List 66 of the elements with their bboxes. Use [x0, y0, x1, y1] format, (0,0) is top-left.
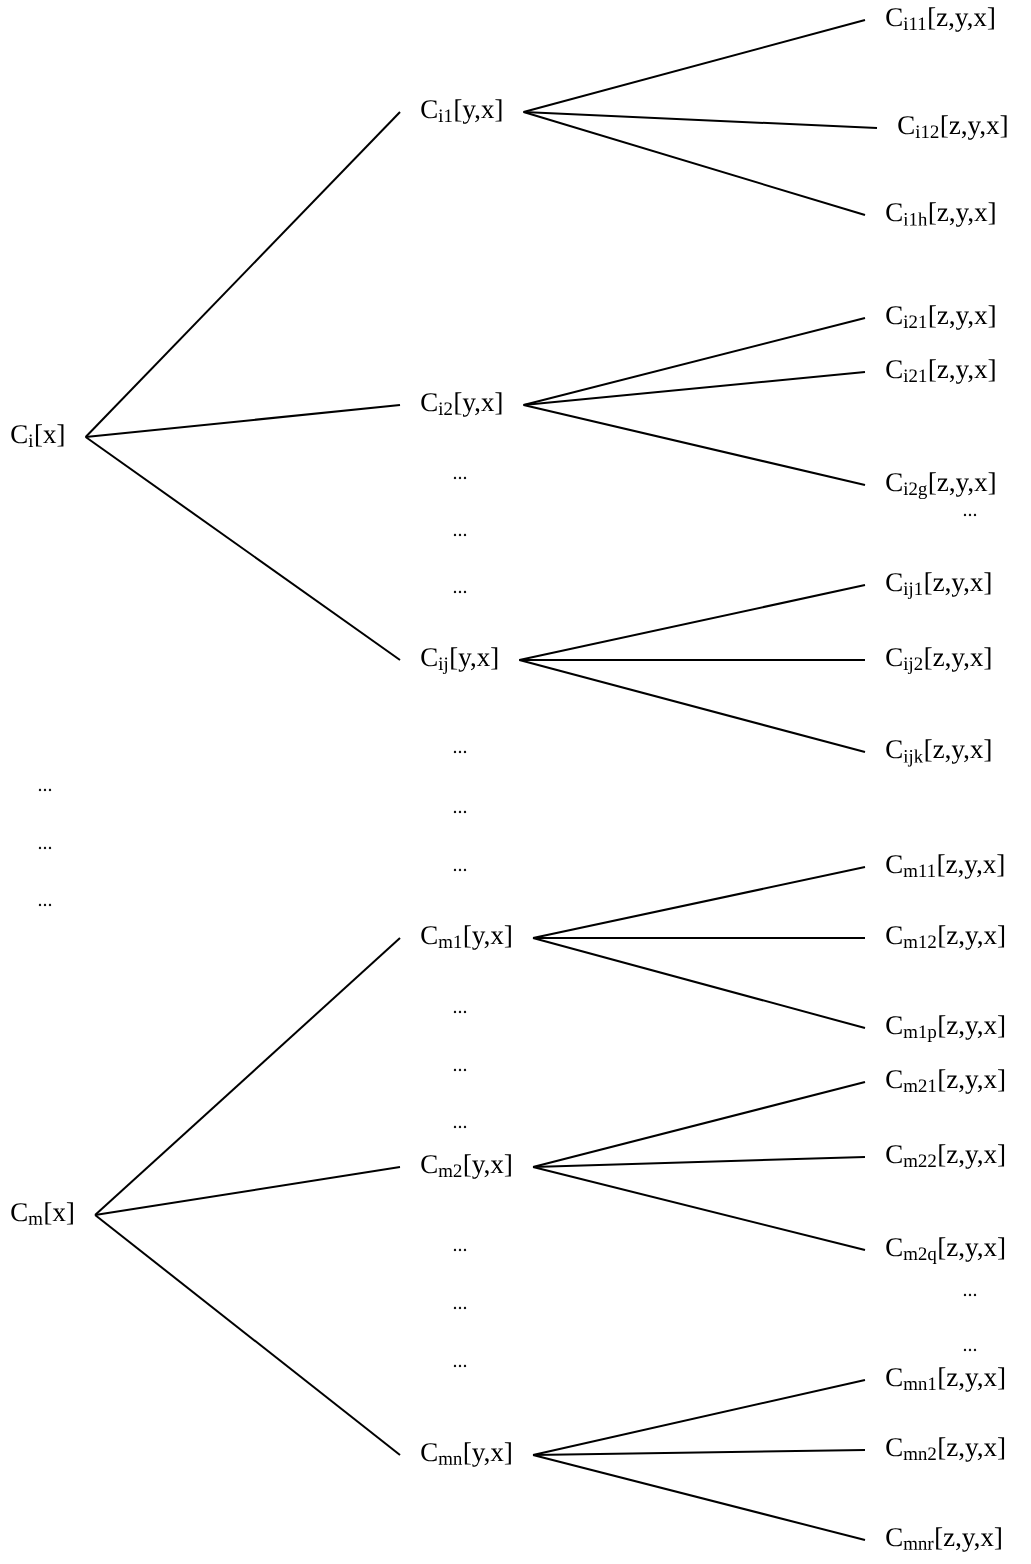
tree-node-label: C$_{mnr}$[z,y,x]	[886, 1527, 1001, 1552]
tree-node-label: C$_{m1}$[y,x]	[421, 925, 511, 950]
tree-node-label: C$_{ij}$[y,x]	[421, 647, 498, 674]
branch-line	[522, 111, 866, 216]
branch-line	[532, 1156, 866, 1168]
tree-node-label: C$_{i2}$[y,x]	[421, 392, 502, 417]
tree-node-label: C$_{m2}$[y,x]	[421, 1154, 511, 1179]
branch-line	[532, 1081, 866, 1168]
tree-node-label: C$_{m11}$[z,y,x]	[886, 854, 1004, 879]
branch-line	[532, 937, 866, 939]
ellipsis: ...	[453, 1364, 467, 1368]
ellipsis: ...	[453, 750, 467, 754]
branch-line	[84, 111, 401, 438]
ellipsis: ...	[453, 533, 467, 537]
tree-node-label: C$_{ijk}$[z,y,x]	[886, 739, 991, 767]
branch-line	[532, 1454, 866, 1541]
ellipsis: ...	[453, 1125, 467, 1129]
branch-line	[522, 19, 866, 113]
ellipsis: ...	[453, 1068, 467, 1072]
tree-node-label: C$_{mn}$[y,x]	[421, 1442, 511, 1467]
branch-line	[94, 937, 401, 1216]
tree-node-label: C$_{i11}$[z,y,x]	[886, 7, 994, 32]
ellipsis: ...	[38, 903, 52, 907]
ellipsis: ...	[453, 810, 467, 814]
branch-line	[522, 404, 866, 486]
tree-node-label: C$_{m22}$[z,y,x]	[886, 1144, 1005, 1169]
tree-node-label: C$_{ij1}$[z,y,x]	[886, 572, 991, 599]
branch-line	[94, 1166, 401, 1216]
ellipsis: ...	[453, 590, 467, 594]
ellipsis: ...	[38, 788, 52, 792]
branch-line	[532, 1449, 866, 1456]
tree-node-label: C$_{i21}$[z,y,x]	[886, 305, 995, 330]
ellipsis: ...	[963, 513, 977, 517]
tree-node-label: C$_{ij2}$[z,y,x]	[886, 647, 991, 674]
ellipsis: ...	[453, 1248, 467, 1252]
branch-line	[532, 866, 866, 939]
branch-line	[518, 659, 866, 753]
branch-line	[84, 436, 401, 661]
tree-node-label: C$_{i2g}$[z,y,x]	[886, 472, 995, 500]
tree-node-label: C$_{m21}$[z,y,x]	[886, 1069, 1005, 1094]
branch-line	[84, 404, 401, 438]
ellipsis: ...	[963, 1348, 977, 1352]
tree-node-label: C$_{m1p}$[z,y,x]	[886, 1015, 1005, 1042]
ellipsis: ...	[453, 476, 467, 480]
tree-node-label: C$_{m2q}$[z,y,x]	[886, 1237, 1005, 1264]
tree-node-label: C$_{i1h}$[z,y,x]	[886, 202, 995, 227]
tree-node-label: C$_{i}$[x]	[11, 424, 64, 447]
tree-node-label: C$_{mn2}$[z,y,x]	[886, 1437, 1005, 1462]
branch-line	[518, 659, 866, 661]
branch-line	[94, 1214, 401, 1456]
tree-node-label: C$_{i12}$[z,y,x]	[898, 115, 1007, 140]
ellipsis: ...	[453, 868, 467, 872]
ellipsis: ...	[963, 1293, 977, 1297]
branch-line	[532, 1166, 866, 1251]
ellipsis: ...	[38, 846, 52, 850]
branch-line	[522, 317, 866, 406]
branch-line	[532, 1379, 866, 1456]
tree-node-label: C$_{mn1}$[z,y,x]	[886, 1367, 1005, 1392]
ellipsis: ...	[453, 1010, 467, 1014]
tree-node-label: C$_{m12}$[z,y,x]	[886, 925, 1005, 950]
tree-node-label: C$_{m}$[x]	[11, 1202, 73, 1225]
branch-line	[522, 111, 878, 129]
tree-node-label: C$_{i21}$[z,y,x]	[886, 359, 995, 384]
branch-line	[532, 937, 866, 1029]
ellipsis: ...	[453, 1306, 467, 1310]
tree-node-label: C$_{i1}$[y,x]	[421, 99, 502, 124]
